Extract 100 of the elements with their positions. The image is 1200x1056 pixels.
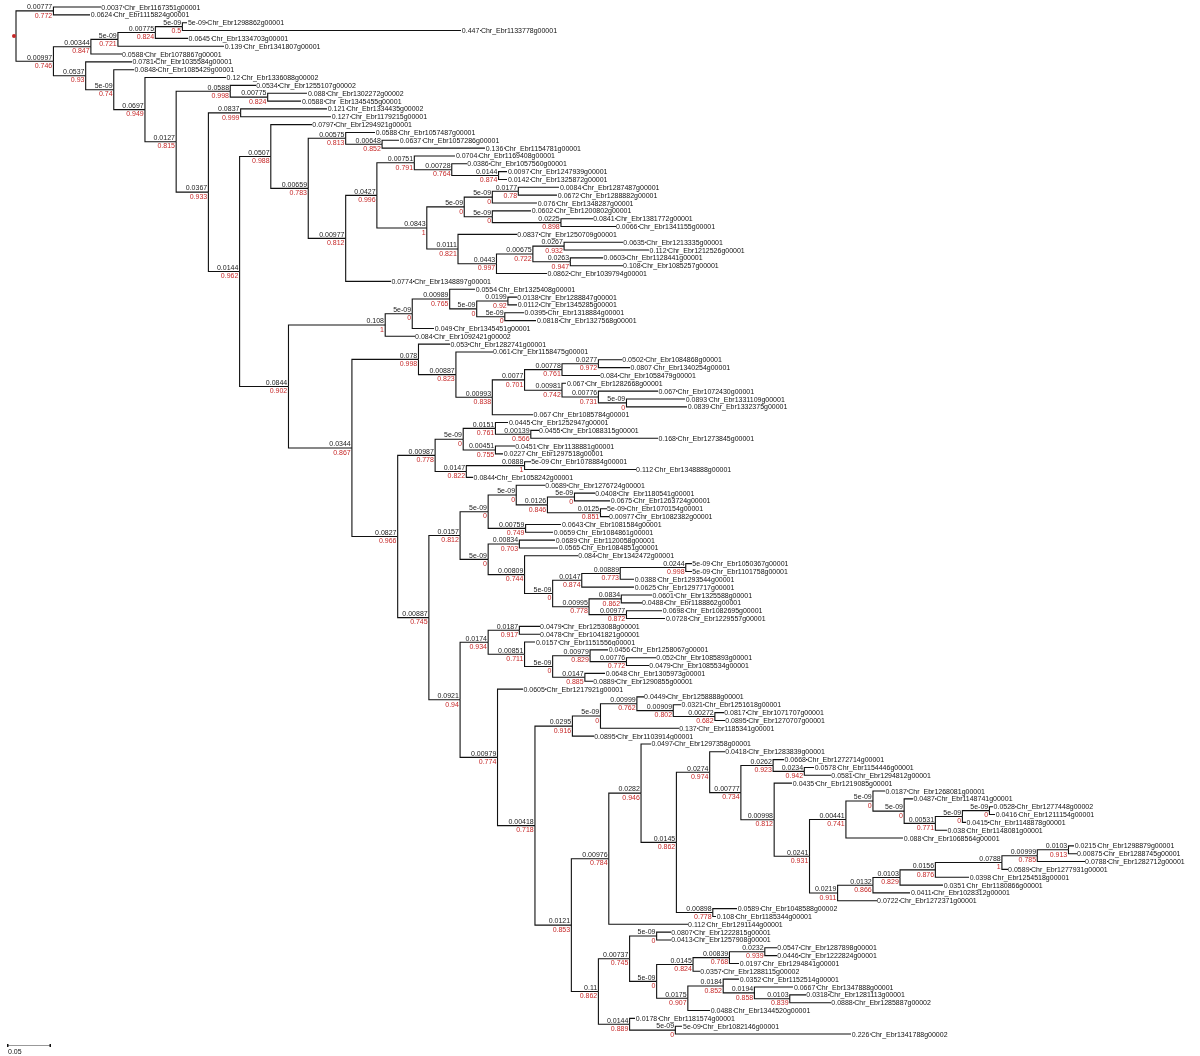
branch-line [144,77,243,111]
branch-line [287,324,386,388]
branch-line [462,438,496,451]
branch-line [561,369,620,377]
branch-line [459,511,489,537]
branch-line [640,792,677,843]
branch-line [599,715,699,729]
branch-line [85,61,156,77]
branch-line [640,743,675,794]
branch-line [561,389,599,398]
branch-line [487,558,526,576]
branch-line [491,379,526,398]
branch-line [597,958,631,992]
branch-line [740,764,774,794]
branch-line [629,1023,676,1031]
branch-line [672,710,716,718]
branch-line [597,396,628,404]
branch-line [524,574,554,595]
branch-line [570,924,599,992]
branch-line [113,89,146,111]
branch-line [15,10,54,37]
branch-line [457,233,541,250]
branch-line [532,253,571,263]
branch-line [239,270,290,388]
branch-line [52,46,92,62]
branch-line [532,245,565,255]
branch-line [451,169,500,177]
branch-line [287,385,353,449]
branch-line [588,606,628,616]
branch-line [629,935,658,960]
branch-line [872,884,934,894]
branch-line [175,90,231,143]
branch-line [239,155,272,273]
branch-line [434,454,467,473]
branch-line [411,298,451,315]
branch-line [546,496,576,506]
branch-line [772,764,805,772]
branch-line [487,641,526,655]
branch-line [692,957,730,965]
branch-line [552,655,591,668]
branch-line [687,985,724,999]
branch-line [449,298,478,310]
branch-line [426,206,465,229]
branch-line [345,137,383,145]
branch-line [476,308,506,318]
branch-line [351,447,399,538]
branch-line [599,703,638,717]
branch-line [463,206,493,218]
branch-line [376,194,428,229]
branch-line [52,6,125,12]
branch-line [459,699,499,758]
branch-line [571,715,602,727]
branch-line [397,454,436,538]
branch-line [629,958,658,982]
branch-line [740,792,775,821]
branch-line [496,688,547,758]
branch-line [709,751,749,773]
branch-line [175,141,209,193]
branch-line [872,800,905,812]
branch-line [384,324,435,337]
branch-line [459,641,489,701]
branch-line [487,511,527,529]
branch-line [530,433,678,439]
branch-line [270,124,336,158]
branch-line [428,617,461,701]
branch-line [417,358,457,376]
branch-line [270,155,309,189]
branch-line [15,35,54,62]
branch-line [563,245,669,251]
branch-line [465,465,526,473]
branch-line [381,143,506,149]
branch-line [552,666,586,678]
branch-line [426,227,459,250]
branch-line [428,535,461,619]
branch-line [524,369,563,381]
branch-line [207,112,242,193]
branch-line [144,109,177,143]
branch-line [240,112,352,118]
branch-line [753,992,791,1000]
branch-line [728,951,766,959]
branch-line [619,567,687,574]
branch-line [181,26,482,32]
branch-line [496,756,536,827]
branch-line [561,363,599,371]
branch-line [494,427,532,435]
branch-line [773,819,811,857]
branch-line [463,196,493,208]
branch-line [495,263,571,275]
branch-line [345,237,415,282]
branch-line [588,598,622,608]
branch-line [546,504,602,514]
branch-line [459,535,489,560]
branch-line [961,815,990,823]
branch-line [872,876,901,886]
branch-line [656,980,689,999]
branch-line [552,593,590,608]
branch-line [384,313,413,326]
root-dot [12,34,16,39]
branch-line [934,815,963,824]
branch-line [515,494,548,506]
